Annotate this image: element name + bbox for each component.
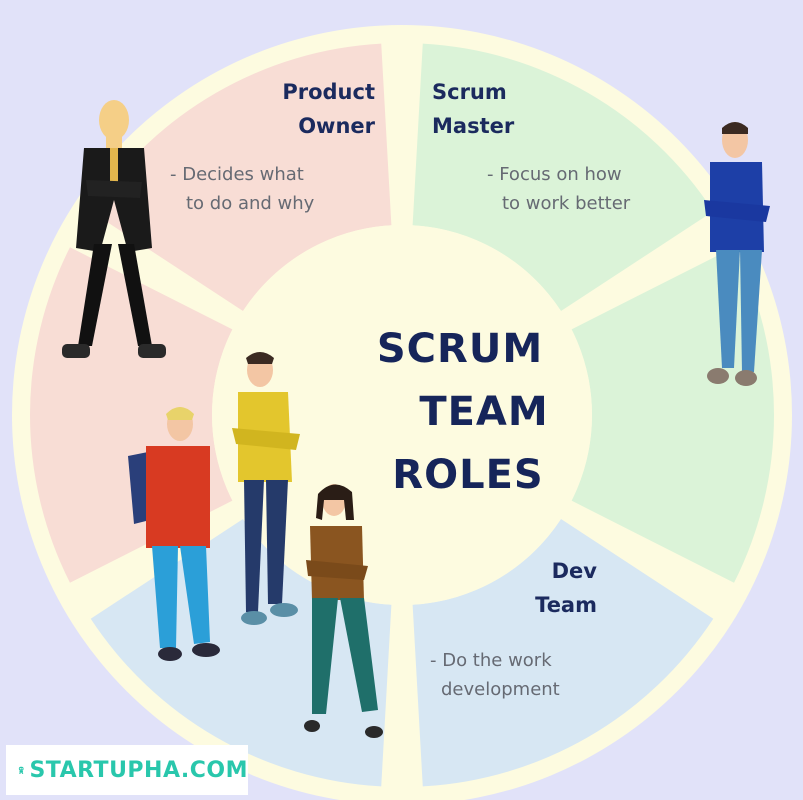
dev-woman-figure: [304, 484, 383, 738]
center-line-3: ROLES: [392, 452, 543, 498]
product-owner-label: Product Owner - Decides what to do and w…: [170, 80, 376, 214]
scrum-master-desc-1: - Focus on how: [487, 164, 622, 185]
segment-scrum-master-top: [412, 43, 714, 311]
product-owner-desc-2: to do and why: [186, 193, 315, 214]
dev-man-red-figure: [128, 407, 220, 661]
dev-team-title-1: Dev: [552, 559, 598, 583]
center-hub: [212, 225, 592, 605]
center-line-2: TEAM: [419, 389, 548, 435]
logo-badge: STARTUPHA.COM: [6, 745, 248, 795]
product-owner-figure: [62, 100, 166, 358]
product-owner-title-1: Product: [282, 80, 375, 104]
scrum-master-figure: [704, 122, 770, 386]
dev-man-yellow-figure: [232, 352, 300, 625]
scrum-master-label: Scrum Master - Focus on how to work bett…: [432, 80, 631, 214]
dev-team-title-2: Team: [535, 593, 597, 617]
robot-icon: [18, 766, 24, 774]
center-line-1: SCRUM: [377, 326, 543, 372]
dev-team-desc-1: - Do the work: [430, 650, 552, 671]
scrum-master-title-1: Scrum: [432, 80, 507, 104]
scrum-master-desc-2: to work better: [502, 193, 631, 214]
scrum-master-title-2: Master: [432, 114, 515, 138]
product-owner-desc-1: - Decides what: [170, 164, 304, 185]
segment-product-owner-top: [90, 43, 392, 311]
logo-text: STARTUPHA.COM: [29, 757, 248, 783]
product-owner-title-2: Owner: [298, 114, 375, 138]
dev-team-label: Dev Team - Do the work development: [430, 559, 597, 700]
dev-team-desc-2: development: [441, 679, 560, 700]
segment-dev-team-right: [412, 519, 714, 787]
